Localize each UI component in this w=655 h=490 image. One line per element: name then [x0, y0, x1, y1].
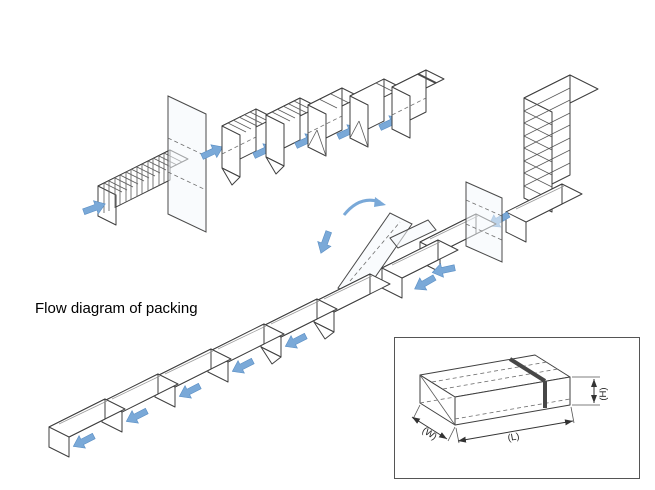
dim-length: (L): [455, 406, 575, 444]
flow-arrow-icon: [410, 271, 439, 296]
dim-length-label: (L): [507, 431, 520, 444]
flow-arrow-icon: [314, 228, 336, 256]
dim-width: (W): [411, 404, 456, 443]
film-curtain: [465, 181, 503, 263]
rotation-arrow-icon: [342, 197, 386, 216]
wrap-stage-3: [307, 87, 361, 157]
wrap-stage-2: [265, 97, 319, 175]
wrap-stage-1: [221, 108, 275, 186]
output-bundle: [505, 183, 583, 243]
inset-package: [419, 354, 571, 426]
cascade-package-1: [313, 273, 391, 340]
wrap-stage-5: [391, 69, 445, 139]
cascade-package-2: [260, 298, 338, 365]
diagram-title: Flow diagram of packing: [35, 300, 198, 317]
inset-panel: (W) (L) (H): [394, 337, 640, 479]
film-sheet-left: [167, 95, 207, 233]
dim-height-label: (H): [598, 387, 609, 400]
wrap-stage-4: [349, 78, 403, 148]
film-piece: [389, 219, 437, 249]
bundle-stack: [523, 74, 599, 213]
dim-height: (H): [572, 376, 609, 406]
tear-band: [508, 357, 547, 408]
blank-stack: [97, 149, 189, 226]
